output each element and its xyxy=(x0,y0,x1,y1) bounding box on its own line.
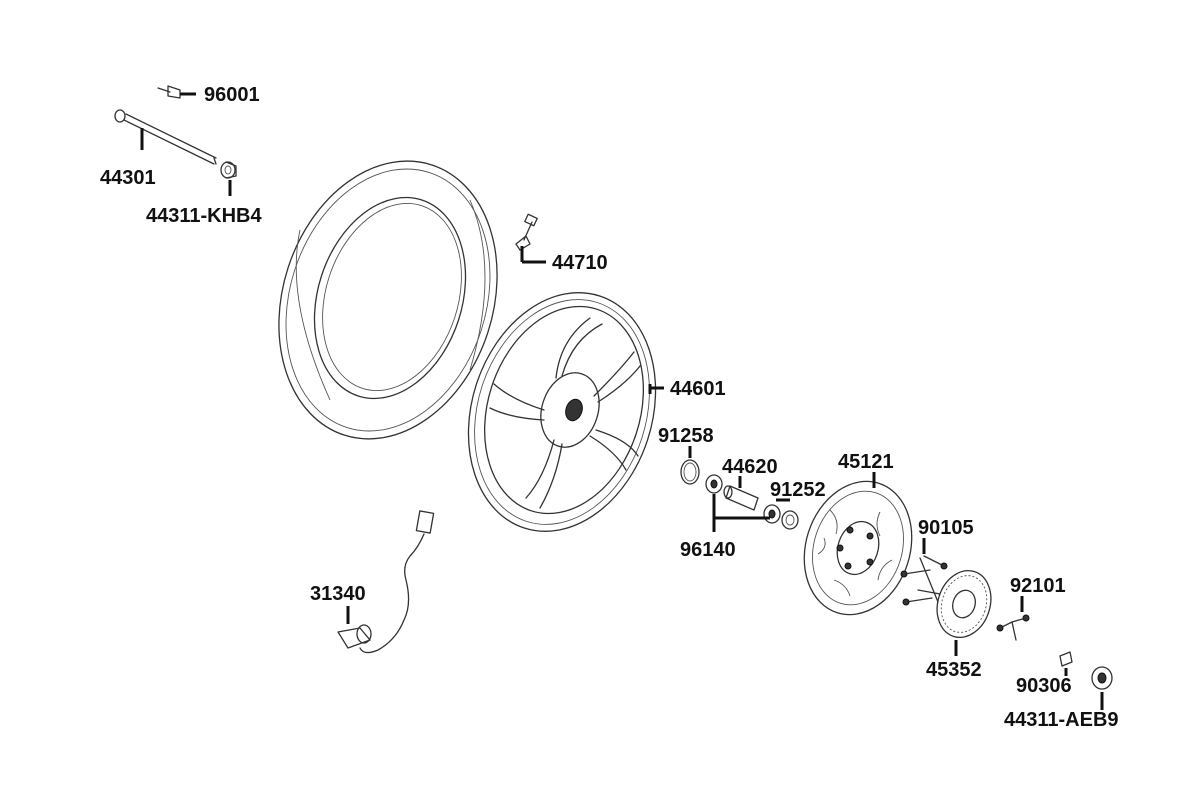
oil-seal-91252 xyxy=(781,510,799,530)
oil-seal-91258 xyxy=(680,459,700,485)
label-45121: 45121 xyxy=(838,451,894,473)
part-labels: 96001 44301 44311-KHB4 44710 44601 91258… xyxy=(100,84,1119,731)
label-44601: 44601 xyxy=(670,378,726,400)
label-92101: 92101 xyxy=(1010,575,1066,597)
tire xyxy=(278,160,498,440)
label-44311-khb4: 44311-KHB4 xyxy=(146,205,263,227)
abs-sensor-ring xyxy=(936,570,992,638)
label-90105: 90105 xyxy=(918,517,974,539)
bearing-96140-a xyxy=(705,474,723,494)
wheel-speed-sensor xyxy=(337,510,435,654)
label-45352: 45352 xyxy=(926,659,982,681)
label-90306: 90306 xyxy=(1016,675,1072,697)
bearing-96140-b xyxy=(763,504,781,524)
tire-valve xyxy=(515,213,538,251)
nut-90306 xyxy=(1059,651,1073,667)
label-91252: 91252 xyxy=(770,479,826,501)
bolt-96001 xyxy=(157,85,181,99)
collar-44311-khb4 xyxy=(220,161,237,179)
label-96001: 96001 xyxy=(204,84,260,106)
label-91258: 91258 xyxy=(658,425,714,447)
label-44301: 44301 xyxy=(100,167,156,189)
disc-bolts-90105 xyxy=(900,555,948,606)
leader-lines xyxy=(140,92,1104,710)
label-44311-aeb9: 44311-AEB9 xyxy=(1004,709,1119,731)
label-31340: 31340 xyxy=(310,583,366,605)
ring-bolts-92101 xyxy=(996,614,1030,641)
brake-disc xyxy=(803,480,913,616)
collar-44311-aeb9 xyxy=(1091,666,1113,690)
rim-wheel xyxy=(467,292,657,532)
label-44620: 44620 xyxy=(722,456,778,478)
label-44710: 44710 xyxy=(552,252,608,274)
label-96140: 96140 xyxy=(680,539,736,561)
axle xyxy=(114,109,217,165)
distance-collar-44620 xyxy=(723,485,759,511)
